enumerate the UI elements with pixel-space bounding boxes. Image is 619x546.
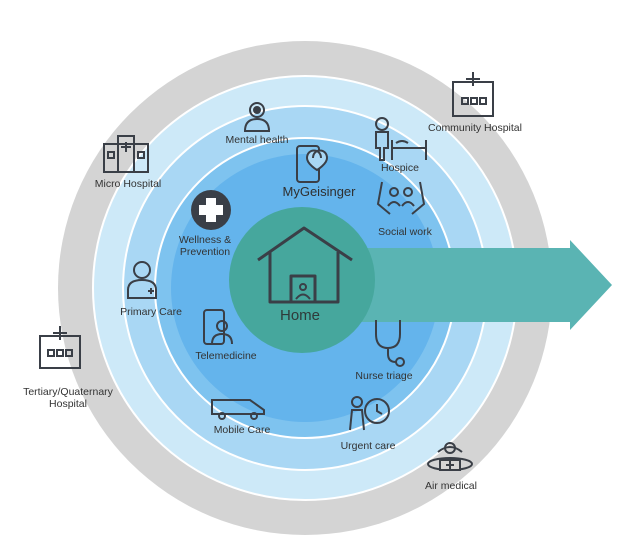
house-icon bbox=[257, 226, 353, 304]
brain-person-icon bbox=[243, 102, 271, 132]
person-bed-icon bbox=[375, 117, 427, 161]
mygeisinger-label: MyGeisinger bbox=[282, 184, 356, 199]
phone-doctor-icon bbox=[203, 309, 233, 345]
van-icon bbox=[211, 399, 265, 420]
home-label: Home bbox=[279, 307, 320, 324]
mobile-care-label: Mobile Care bbox=[213, 424, 271, 436]
stethoscope-icon bbox=[375, 320, 405, 367]
hospital-icon bbox=[39, 326, 81, 369]
urgent-care-label: Urgent care bbox=[340, 440, 396, 452]
phone-heart-icon bbox=[296, 145, 329, 183]
hands-people-icon bbox=[376, 181, 426, 215]
social-work-label: Social work bbox=[378, 226, 432, 238]
drone-icon bbox=[427, 442, 473, 471]
hospital-icon bbox=[103, 135, 149, 173]
air-medical-label: Air medical bbox=[425, 480, 477, 492]
telemedicine-label: Telemedicine bbox=[195, 350, 257, 362]
micro-hospital-label: Micro Hospital bbox=[94, 178, 162, 190]
doctor-icon bbox=[127, 261, 157, 299]
medical-cross-icon bbox=[191, 190, 231, 230]
nurse-triage-label: Nurse triage bbox=[355, 370, 413, 382]
primary-care-label: Primary Care bbox=[120, 306, 182, 318]
community-hospital-label: Community Hospital bbox=[428, 122, 522, 134]
person-clock-icon bbox=[349, 396, 390, 431]
tertiary-hospital-label: Tertiary/Quaternary Hospital bbox=[23, 386, 113, 410]
arrow-right-icon bbox=[360, 240, 612, 330]
hospital-icon bbox=[452, 72, 494, 117]
mental-health-label: Mental health bbox=[225, 134, 289, 146]
hospice-label: Hospice bbox=[381, 162, 419, 174]
wellness-label: Wellness & Prevention bbox=[178, 234, 232, 258]
home-center-circle bbox=[229, 207, 375, 353]
